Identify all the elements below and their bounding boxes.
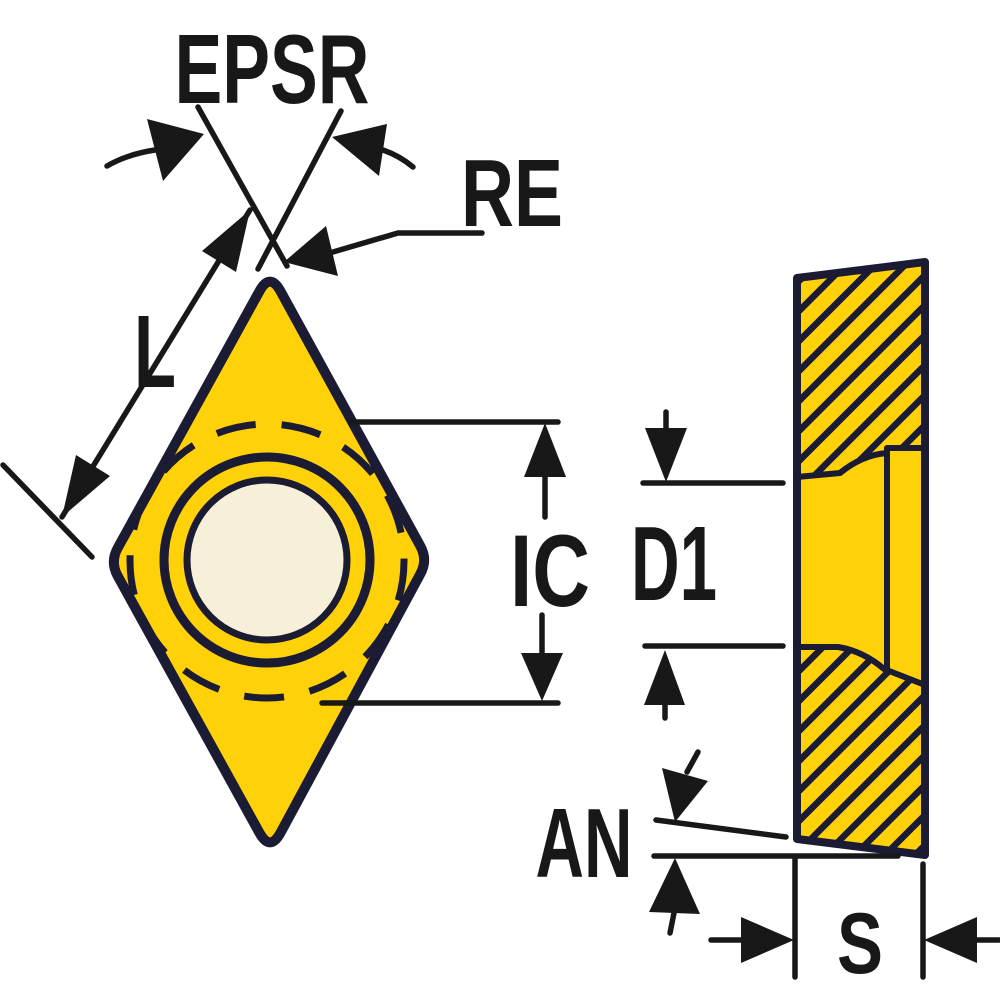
dim-l: L [0,207,253,560]
d1-label: D1 [631,505,717,623]
dim-re: RE [284,140,563,276]
side-section-hatch-bottom [794,644,928,858]
ic-arrow-up [524,423,566,477]
dim-s: S [708,854,1000,992]
inscribed-circle-dashed [126,420,408,702]
dim-ic: IC [319,419,590,706]
an-label: AN [536,788,633,898]
dim-an: AN [536,749,901,936]
an-arrow-upper [662,768,708,822]
epsr-angle-line-right [255,108,344,272]
an-arrow-lower [649,858,700,914]
an-arrow-upper-tail [684,749,701,775]
d1-arrow-up [644,650,685,705]
ic-label: IC [510,514,590,628]
an-arrow-lower-tail [667,910,677,936]
dim-d1: D1 [631,409,786,721]
epsr-arrow-right-tail [380,147,416,170]
epsr-arrow-left [147,119,204,181]
dim-epsr: EPSR [104,14,416,272]
re-arrow [284,226,338,276]
an-slant-line [653,817,789,840]
re-leader-line [330,230,485,255]
side-section-hatch-top [794,259,928,480]
l-arrow-top [202,210,250,272]
s-arrow-left [741,917,794,963]
s-label: S [837,896,883,992]
l-arrow-bottom [62,455,110,517]
side-view-insert [793,258,929,859]
countersink-ring [159,452,375,668]
epsr-arrow-left-tail [104,147,158,169]
ic-arrow-down [521,653,563,701]
l-extension-line [0,462,95,560]
re-label: RE [461,140,563,247]
epsr-label: EPSR [175,14,370,124]
center-hole [183,476,351,644]
l-label: L [134,294,176,409]
s-arrow-right [924,917,977,963]
epsr-arrow-right [332,124,387,176]
d1-arrow-down [645,428,687,482]
